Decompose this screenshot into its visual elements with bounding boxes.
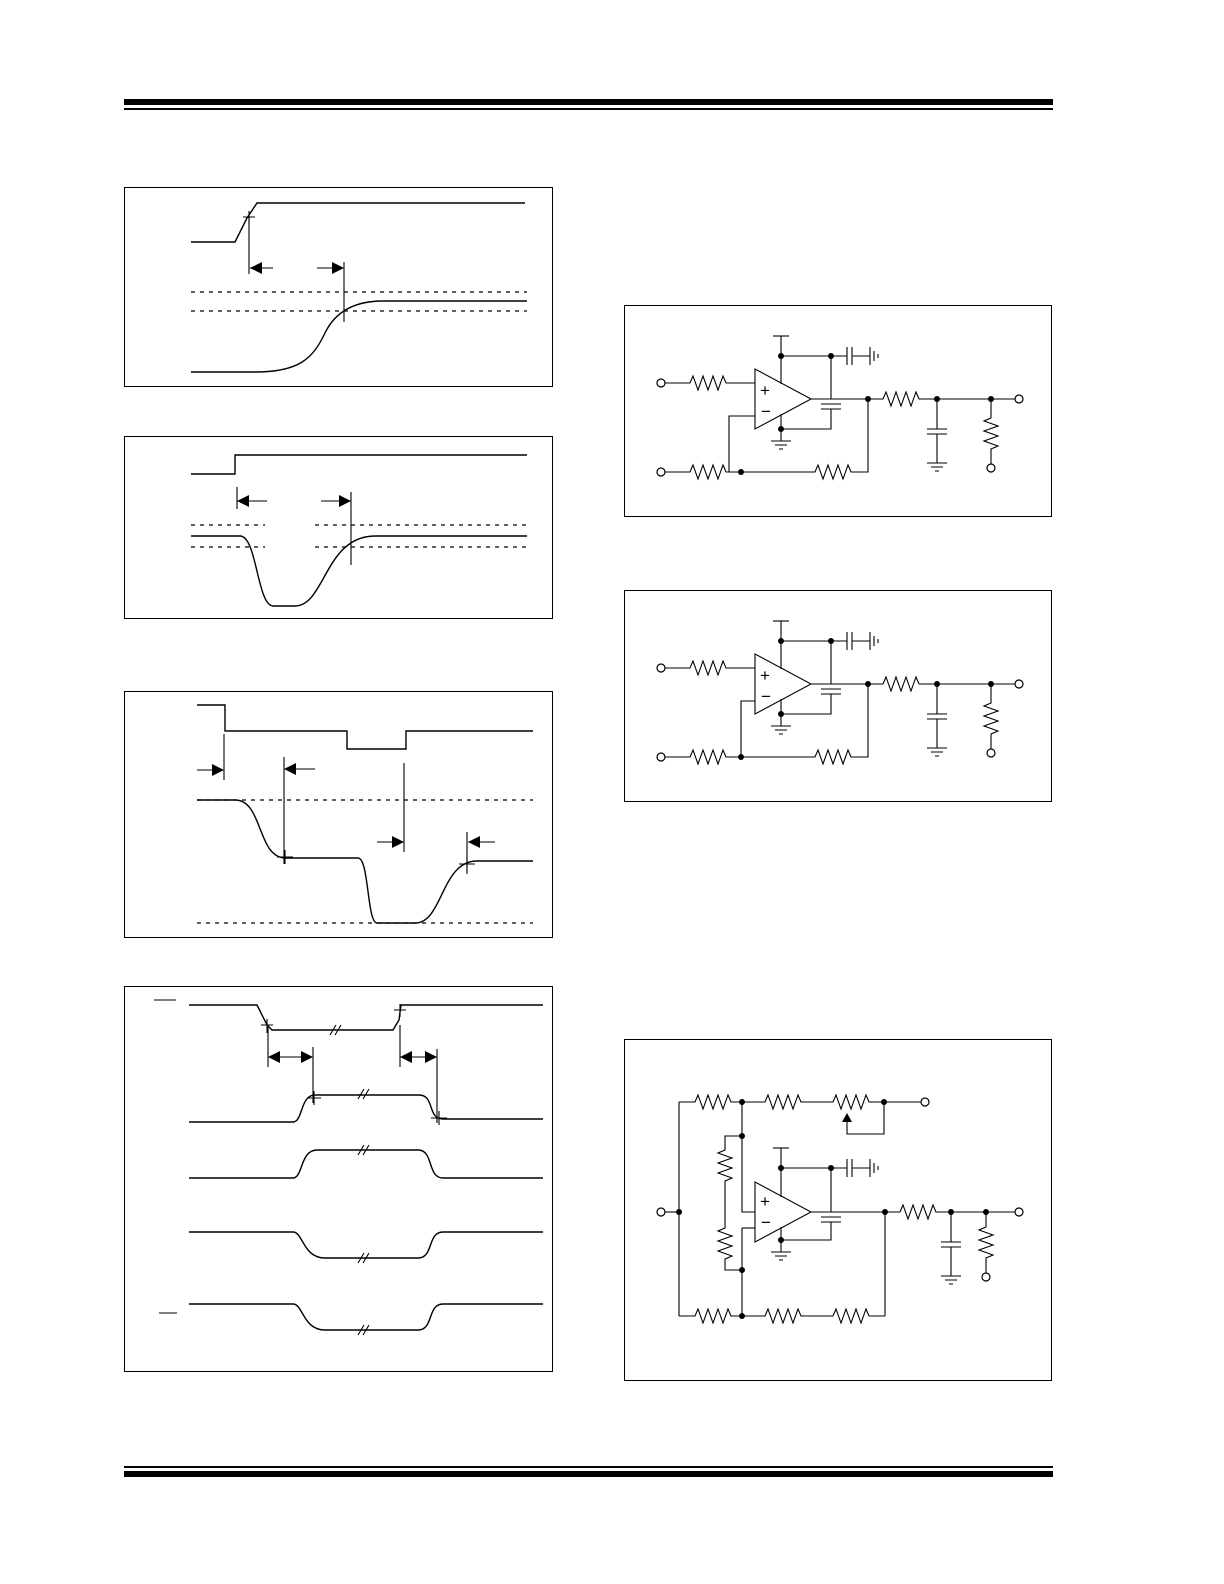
opamp-minus-symbol: − xyxy=(761,687,771,706)
footer-rule-thin xyxy=(124,1466,1053,1468)
timing-diagram-4 xyxy=(124,986,553,1372)
header-rule-thick xyxy=(124,99,1053,105)
timing-diagram-2 xyxy=(124,436,553,619)
opamp-plus-symbol: + xyxy=(760,1192,770,1211)
opamp-plus-symbol: + xyxy=(760,666,770,685)
circuit-diagram-1: + − xyxy=(624,305,1052,517)
opamp-minus-symbol: − xyxy=(761,402,771,421)
header-rule-thin xyxy=(124,108,1053,110)
opamp-minus-symbol: − xyxy=(761,1213,771,1232)
timing-diagram-1 xyxy=(124,187,553,387)
footer-rule-thick xyxy=(124,1471,1053,1477)
opamp-plus-symbol: + xyxy=(760,381,770,400)
circuit-diagram-2: + − xyxy=(624,590,1052,802)
timing-diagram-3 xyxy=(124,691,553,938)
circuit-diagram-3: + − xyxy=(624,1039,1052,1381)
